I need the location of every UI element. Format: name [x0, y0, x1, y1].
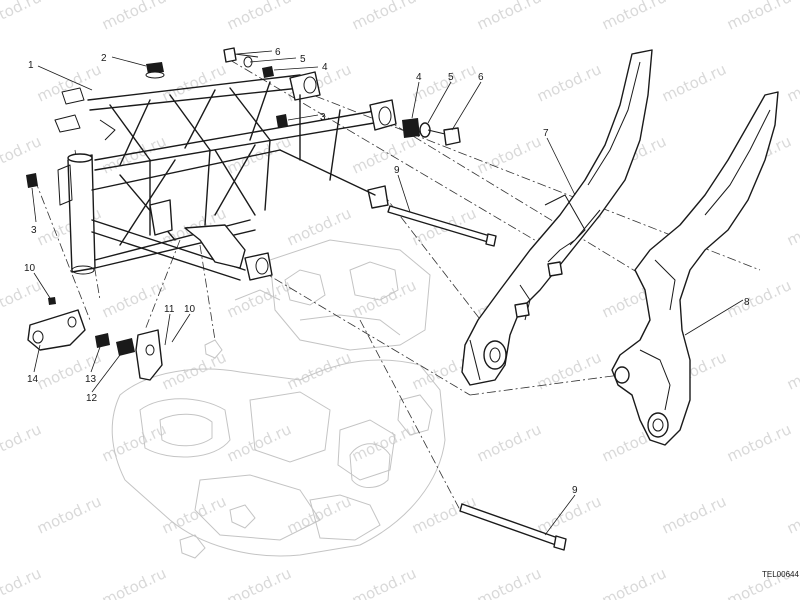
- watermark-text: motod.ru: [784, 348, 800, 393]
- side-plate-left: [461, 49, 653, 386]
- small-bracket: [135, 329, 163, 381]
- watermark-text: motod.ru: [284, 204, 354, 249]
- drawing-code: TEL00644: [762, 570, 799, 579]
- watermark-text: motod.ru: [0, 420, 44, 465]
- watermark-text: motod.ru: [599, 0, 669, 34]
- callout-1: 1: [28, 60, 34, 71]
- callout-3: 3: [320, 112, 326, 123]
- callout-8: 8: [744, 297, 750, 308]
- watermark-text: motod.ru: [349, 132, 419, 177]
- bracket-plate: [27, 297, 86, 351]
- watermark-text: motod.ru: [474, 564, 544, 600]
- callout-10: 10: [24, 263, 36, 274]
- callout-5: 5: [300, 54, 306, 65]
- callouts: 1 2 6 5 4 3 4 5 6 7 9 3 10 11 10 14 13 1…: [24, 47, 750, 496]
- callout-11: 11: [164, 304, 175, 315]
- engine-ghost: [111, 239, 446, 559]
- watermark-text: motod.ru: [224, 0, 294, 34]
- watermark-text: motod.ru: [0, 0, 44, 34]
- watermark-text: motod.ru: [99, 0, 169, 34]
- watermark-text: motod.ru: [534, 492, 604, 537]
- watermark-text: motod.ru: [474, 420, 544, 465]
- watermark-text: motod.ru: [349, 420, 419, 465]
- callout-5b: 5: [448, 72, 454, 83]
- pivot-shaft-upper: [387, 205, 497, 247]
- callout-14: 14: [27, 374, 39, 385]
- watermark-text: motod.ru: [99, 276, 169, 321]
- watermark-text: motod.ru: [534, 60, 604, 105]
- watermark-text: motod.ru: [784, 204, 800, 249]
- watermark-text: motod.ru: [224, 420, 294, 465]
- watermark-text: motod.ru: [349, 276, 419, 321]
- watermark-text: motod.ru: [534, 348, 604, 393]
- watermark-text: motod.ru: [159, 348, 229, 393]
- trellis-frame: [54, 71, 397, 281]
- watermark-text: motod.ru: [0, 132, 44, 177]
- callout-10b: 10: [184, 304, 196, 315]
- callout-9b: 9: [572, 485, 578, 496]
- callout-3c: 3: [31, 225, 37, 236]
- watermark-text: motod.ru: [349, 564, 419, 600]
- callout-4: 4: [322, 62, 328, 73]
- upper-bolt-set: [223, 47, 274, 78]
- callout-12: 12: [86, 393, 98, 404]
- callout-2: 2: [101, 53, 107, 64]
- watermark-text: motod.ru: [159, 492, 229, 537]
- watermark-text: motod.ru: [0, 276, 44, 321]
- callout-6: 6: [275, 47, 281, 58]
- watermark-text: motod.ru: [99, 420, 169, 465]
- watermark-text: motod.ru: [474, 0, 544, 34]
- watermark-text: motod.ru: [784, 492, 800, 537]
- watermark-text: motod.ru: [659, 492, 729, 537]
- watermark-text: motod.ru: [284, 492, 354, 537]
- callout-4b: 4: [416, 72, 422, 83]
- watermark-text: motod.ru: [224, 276, 294, 321]
- callout-9: 9: [394, 165, 400, 176]
- watermark-text: motod.ru: [224, 564, 294, 600]
- watermark-text: motod.ru: [349, 0, 419, 34]
- nuts: [26, 114, 288, 188]
- watermark-text: motod.ru: [724, 276, 794, 321]
- watermark-text: motod.ru: [724, 420, 794, 465]
- watermark-text: motod.ru: [34, 492, 104, 537]
- callout-7: 7: [543, 128, 549, 139]
- watermark-text: motod.ru: [284, 348, 354, 393]
- springs: [95, 333, 135, 356]
- watermark-text: motod.ru: [99, 564, 169, 600]
- leader-lines: [31, 50, 744, 536]
- watermark-text: motod.ru: [409, 492, 479, 537]
- callout-6b: 6: [478, 72, 484, 83]
- cap-plug: [145, 62, 165, 79]
- watermark-text: motod.ru: [474, 132, 544, 177]
- watermark-text: motod.ru: [724, 0, 794, 34]
- side-plate-right: [611, 91, 779, 446]
- watermark-text: motod.ru: [599, 564, 669, 600]
- watermark-text: motod.ru: [34, 348, 104, 393]
- right-bolt-set: [402, 118, 461, 146]
- watermark-text: motod.ru: [784, 60, 800, 105]
- watermark-text: motod.ru: [659, 60, 729, 105]
- pivot-shaft-lower: [459, 503, 567, 551]
- callout-13: 13: [85, 374, 97, 385]
- watermark-text: motod.ru: [0, 564, 44, 600]
